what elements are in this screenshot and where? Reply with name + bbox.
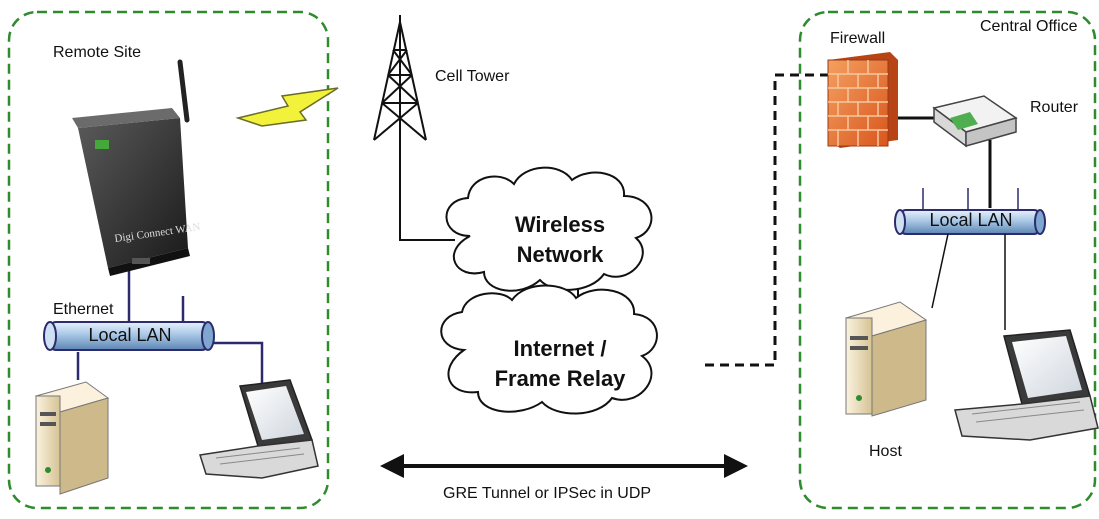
firewall-label: Firewall [830,30,886,47]
remote-site-box [7,10,330,510]
wireless-signal-bolt [235,87,339,127]
host-server-icon [844,301,928,417]
firewall-icon [827,52,898,148]
lan-to-laptop-link [208,341,264,388]
digi-connect-wan-device: Digi Connect WAN [72,59,201,276]
tower-to-cloud-link [399,140,455,241]
lan-to-host-link [931,233,949,309]
central-office-label: Central Office [980,18,1078,35]
internet-cloud-line1: Internet / [513,336,607,361]
central-lan-pipe [894,209,1046,235]
wireless-network-cloud-label: Wireless Network [480,210,640,270]
central-lan-label: Local LAN [929,210,1013,230]
wireless-network-cloud [445,166,653,292]
wireless-cloud-line1: Wireless [514,212,606,237]
wireless-cloud-line2: Network [516,242,604,267]
remote-laptop-icon [199,379,319,479]
tunnel-arrow [380,454,748,478]
remote-server-icon [34,381,110,495]
internet-cloud-line2: Frame Relay [494,366,626,391]
remote-site-label: Remote Site [53,44,142,61]
internet-to-firewall-link [705,73,830,367]
router-label: Router [1030,99,1079,116]
remote-lan-label: Local LAN [88,325,172,345]
router-icon [932,95,1018,148]
cell-tower-label: Cell Tower [435,68,510,85]
remote-lan-pipe [43,321,215,351]
central-office-box [798,10,1097,510]
tunnel-label: GRE Tunnel or IPSec in UDP [443,485,652,502]
ethernet-label: Ethernet [53,301,114,318]
host-label: Host [869,443,902,460]
central-laptop-icon [954,329,1099,441]
internet-frame-relay-cloud-label: Internet / Frame Relay [460,334,660,394]
internet-frame-relay-cloud [440,284,658,415]
cell-tower [373,15,427,141]
